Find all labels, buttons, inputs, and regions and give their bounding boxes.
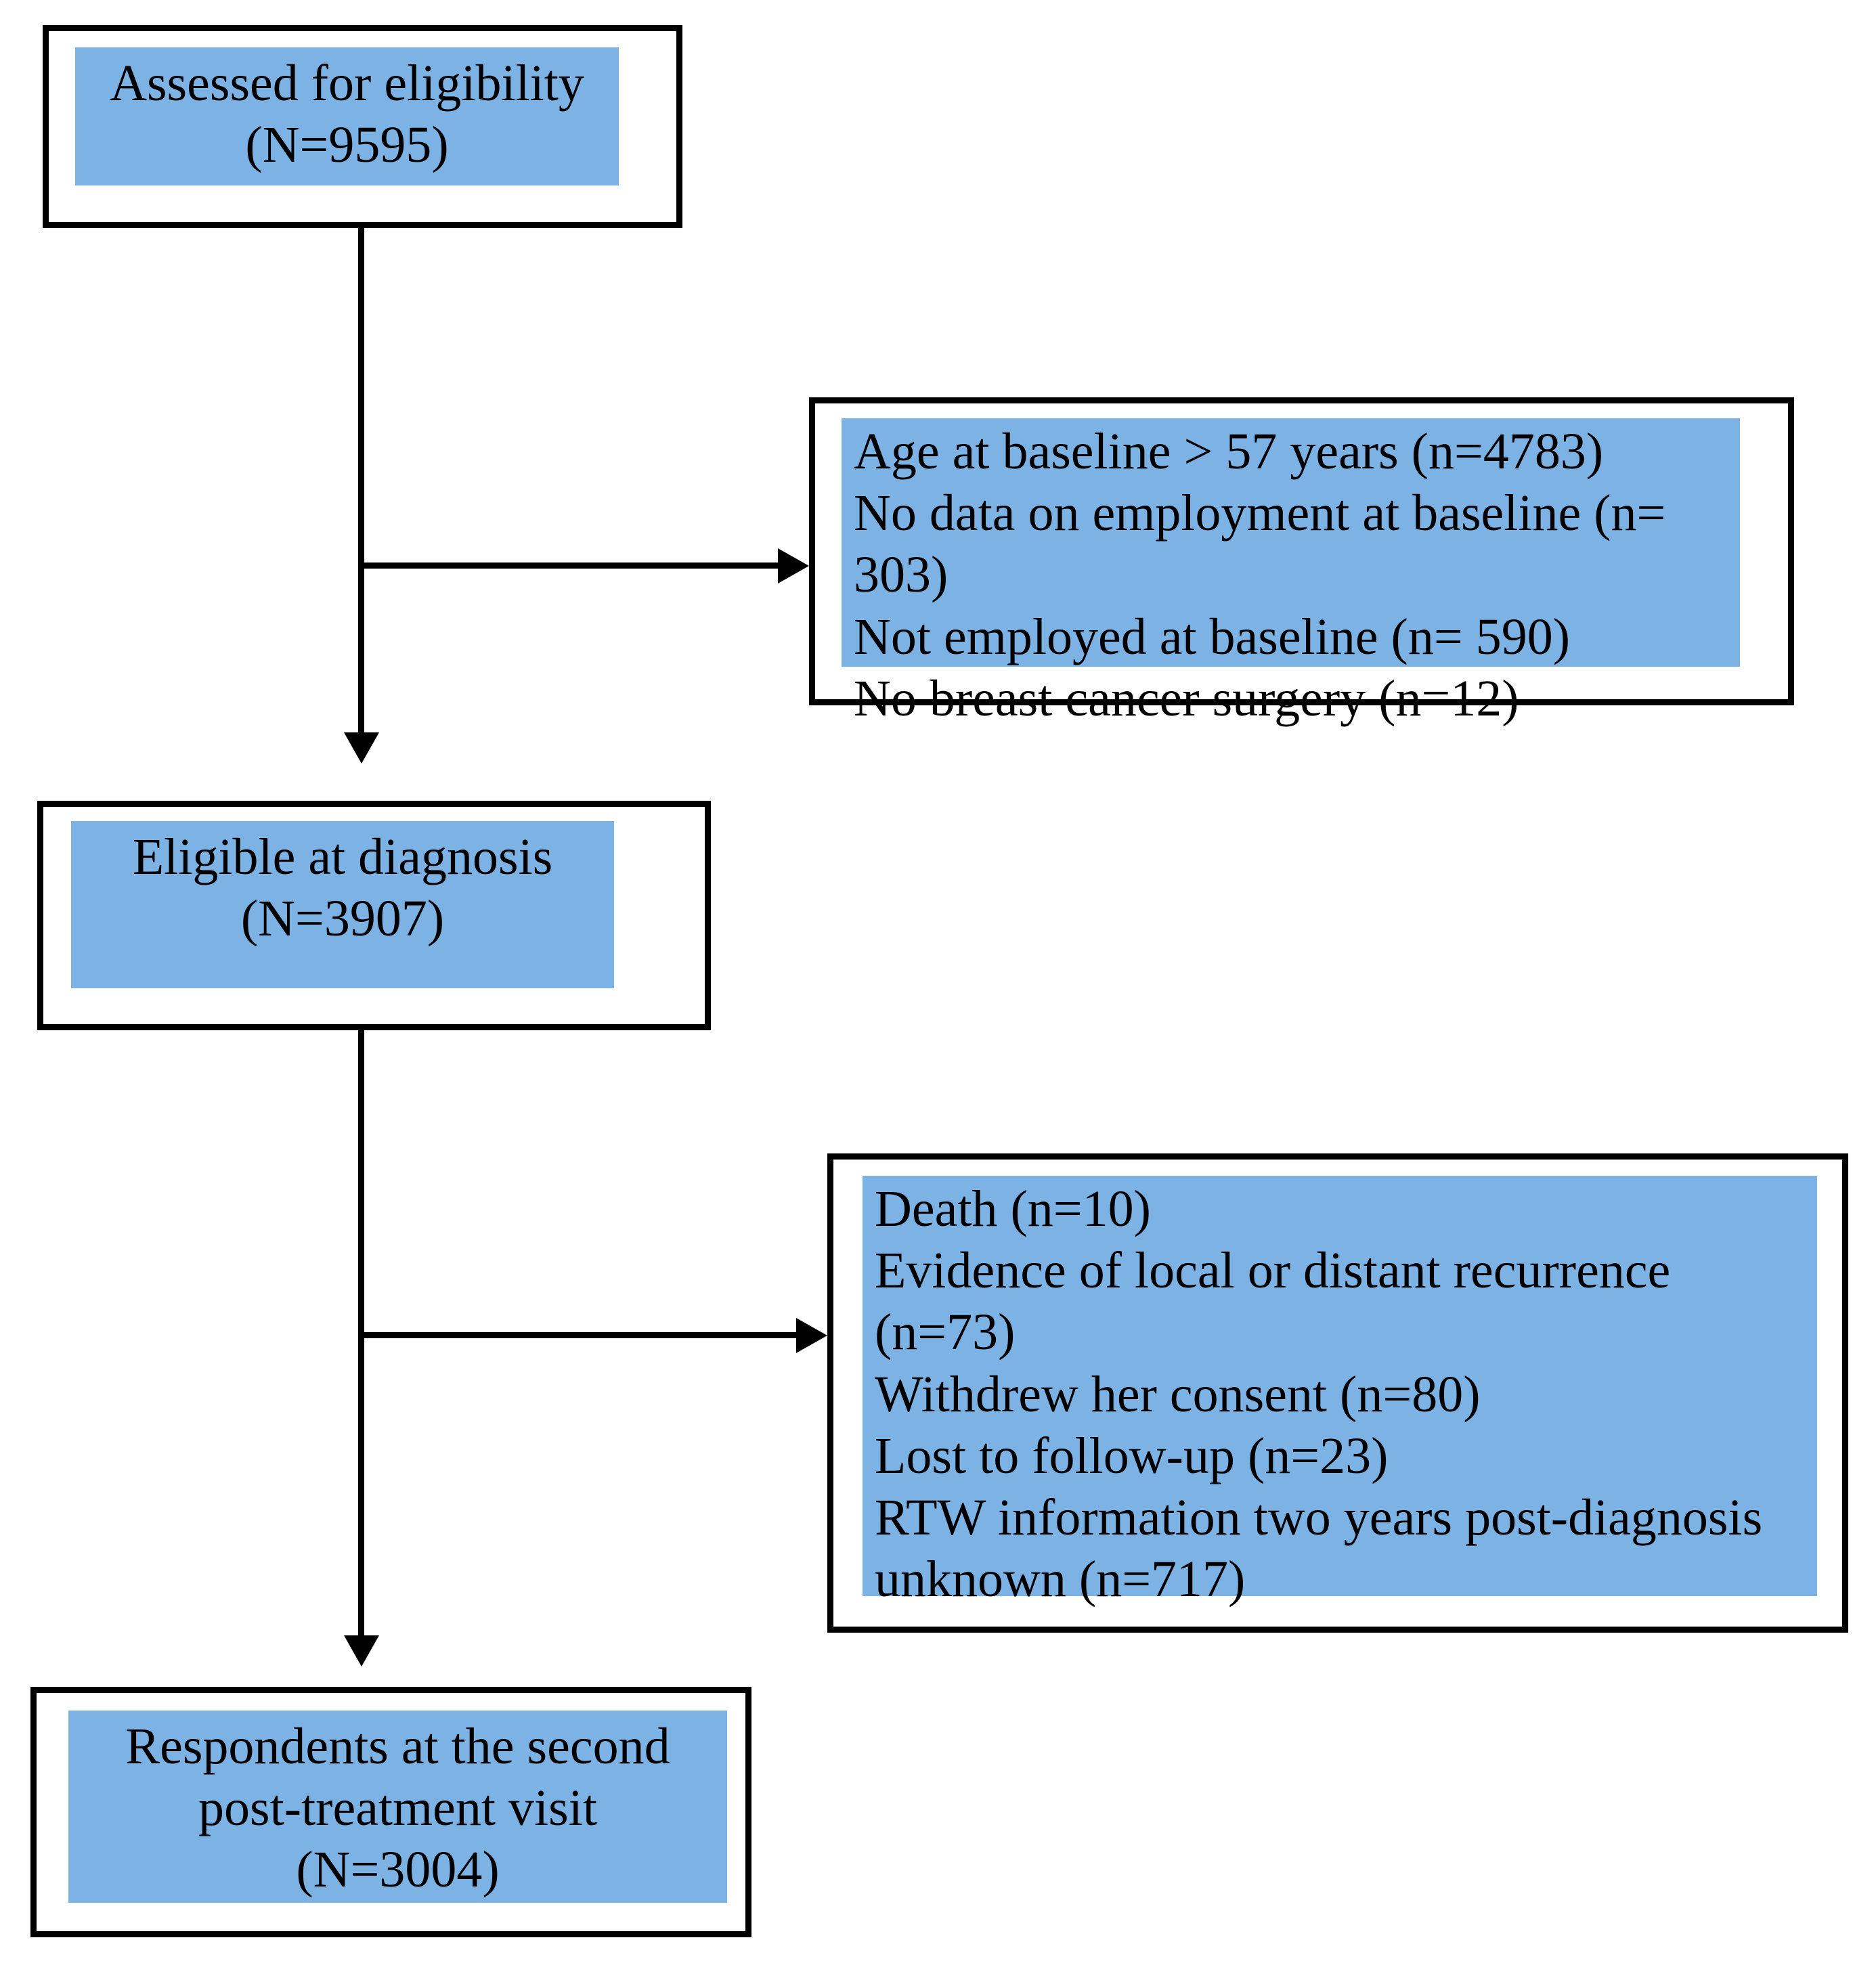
- node-assessed-line-1: Assessed for eligibility: [110, 55, 584, 112]
- node-excluded-at-followup-line-3: (n=73): [875, 1304, 1016, 1361]
- node-assessed-for-eligibility: Assessed for eligibility (N=9595): [43, 25, 682, 228]
- node-respondents-second-visit-fill: Respondents at the second post-treatment…: [68, 1711, 727, 1903]
- node-respondents-line-2: post-treatment visit: [198, 1780, 597, 1837]
- node-eligible-at-diagnosis: Eligible at diagnosis (N=3907): [37, 801, 711, 1030]
- connector-assessed-to-eligible-arrowhead: [344, 732, 379, 764]
- node-excluded-at-followup-fill: Death (n=10) Evidence of local or distan…: [863, 1176, 1817, 1608]
- node-respondents-second-visit: Respondents at the second post-treatment…: [30, 1687, 751, 1937]
- node-excluded-at-followup: Death (n=10) Evidence of local or distan…: [827, 1153, 1848, 1633]
- node-eligible-at-diagnosis-fill: Eligible at diagnosis (N=3907): [71, 821, 614, 988]
- node-excluded-at-baseline-line-1: Age at baseline > 57 years (n=4783): [854, 423, 1604, 480]
- node-excluded-at-followup-line-6: RTW information two years post-diagnosis: [875, 1488, 1763, 1546]
- connector-eligible-to-respondents-arrowhead: [344, 1635, 379, 1667]
- connector-assessed-to-excluded-baseline-arrowhead: [778, 548, 809, 583]
- node-excluded-at-baseline-line-2: No data on employment at baseline (n=: [854, 485, 1666, 542]
- node-eligible-line-1: Eligible at diagnosis: [132, 829, 553, 885]
- node-excluded-at-followup-line-1: Death (n=10): [875, 1181, 1151, 1237]
- node-respondents-line-1: Respondents at the second: [125, 1718, 670, 1775]
- node-excluded-at-baseline-fill: Age at baseline > 57 years (n=4783) No d…: [842, 418, 1740, 727]
- node-excluded-at-followup-line-2: Evidence of local or distant recurrence: [875, 1242, 1671, 1300]
- node-assessed-fill: Assessed for eligibility (N=9595): [75, 47, 619, 185]
- node-assessed-line-2: (N=9595): [245, 116, 449, 174]
- node-excluded-at-baseline-line-3: 303): [854, 546, 948, 604]
- connector-eligible-to-excluded-followup-arrowhead: [796, 1318, 827, 1353]
- node-excluded-at-baseline: Age at baseline > 57 years (n=4783) No d…: [809, 397, 1794, 727]
- node-excluded-at-baseline-line-5: No breast cancer surgery (n=12): [854, 669, 1519, 727]
- node-excluded-at-followup-line-4: Withdrew her consent (n=80): [875, 1365, 1481, 1423]
- node-eligible-line-2: (N=3907): [240, 890, 445, 948]
- connector-eligible-to-excluded-followup-stem: [361, 1332, 796, 1338]
- node-excluded-at-followup-line-7: unknown (n=717): [875, 1551, 1246, 1608]
- node-respondents-line-3: (N=3004): [296, 1841, 500, 1899]
- connector-assessed-to-excluded-baseline-stem: [361, 563, 778, 569]
- connector-assessed-to-eligible-stem: [358, 228, 364, 732]
- node-excluded-at-followup-line-5: Lost to follow-up (n=23): [875, 1427, 1389, 1484]
- node-excluded-at-baseline-line-4: Not employed at baseline (n= 590): [854, 608, 1571, 665]
